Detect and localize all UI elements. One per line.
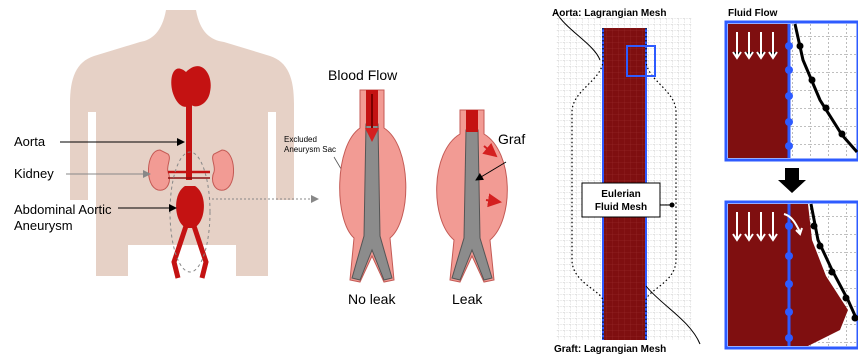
graft-mesh-label: Graft: Lagrangian Mesh — [554, 344, 666, 355]
leak-top-vessel — [466, 110, 478, 132]
leak-graft — [437, 110, 508, 282]
aorta-label: Aorta — [14, 134, 46, 149]
fluid-flow-label: Fluid Flow — [728, 8, 778, 19]
right-kidney — [212, 150, 233, 190]
eulerian-label-line2: Fluid Mesh — [595, 202, 647, 213]
detail-panel: Fluid Flow — [726, 8, 858, 348]
aaa-label-line1: Abdominal Aortic — [14, 202, 112, 217]
no-leak-graft — [340, 90, 406, 282]
blood-flow-label: Blood Flow — [328, 67, 398, 83]
kidney-label: Kidney — [14, 166, 54, 181]
sac-label-line1: Excluded — [284, 135, 317, 144]
aneurysm-bulge — [176, 186, 204, 228]
eulerian-pointer-dot — [670, 203, 675, 208]
graft-label: Graf — [498, 131, 525, 147]
sac-label-line2: Aneurysm Sac — [284, 145, 336, 154]
leak-label: Leak — [452, 291, 483, 307]
aaa-label-line2: Aneurysm — [14, 218, 73, 233]
mesh-panel: Eulerian Fluid Mesh Aorta: Lagrangian Me… — [552, 8, 700, 355]
eulerian-label-line1: Eulerian — [601, 189, 640, 200]
left-kidney — [148, 150, 169, 190]
no-leak-label: No leak — [348, 291, 396, 307]
transition-down-arrow — [778, 168, 806, 193]
aorta-mesh-label: Aorta: Lagrangian Mesh — [552, 8, 666, 19]
anatomy-panel: Aorta Kidney Abdominal Aortic Aneurysm — [14, 10, 318, 278]
repair-panel: Blood Flow Excluded Aneurysm Sac No leak… — [284, 67, 525, 307]
